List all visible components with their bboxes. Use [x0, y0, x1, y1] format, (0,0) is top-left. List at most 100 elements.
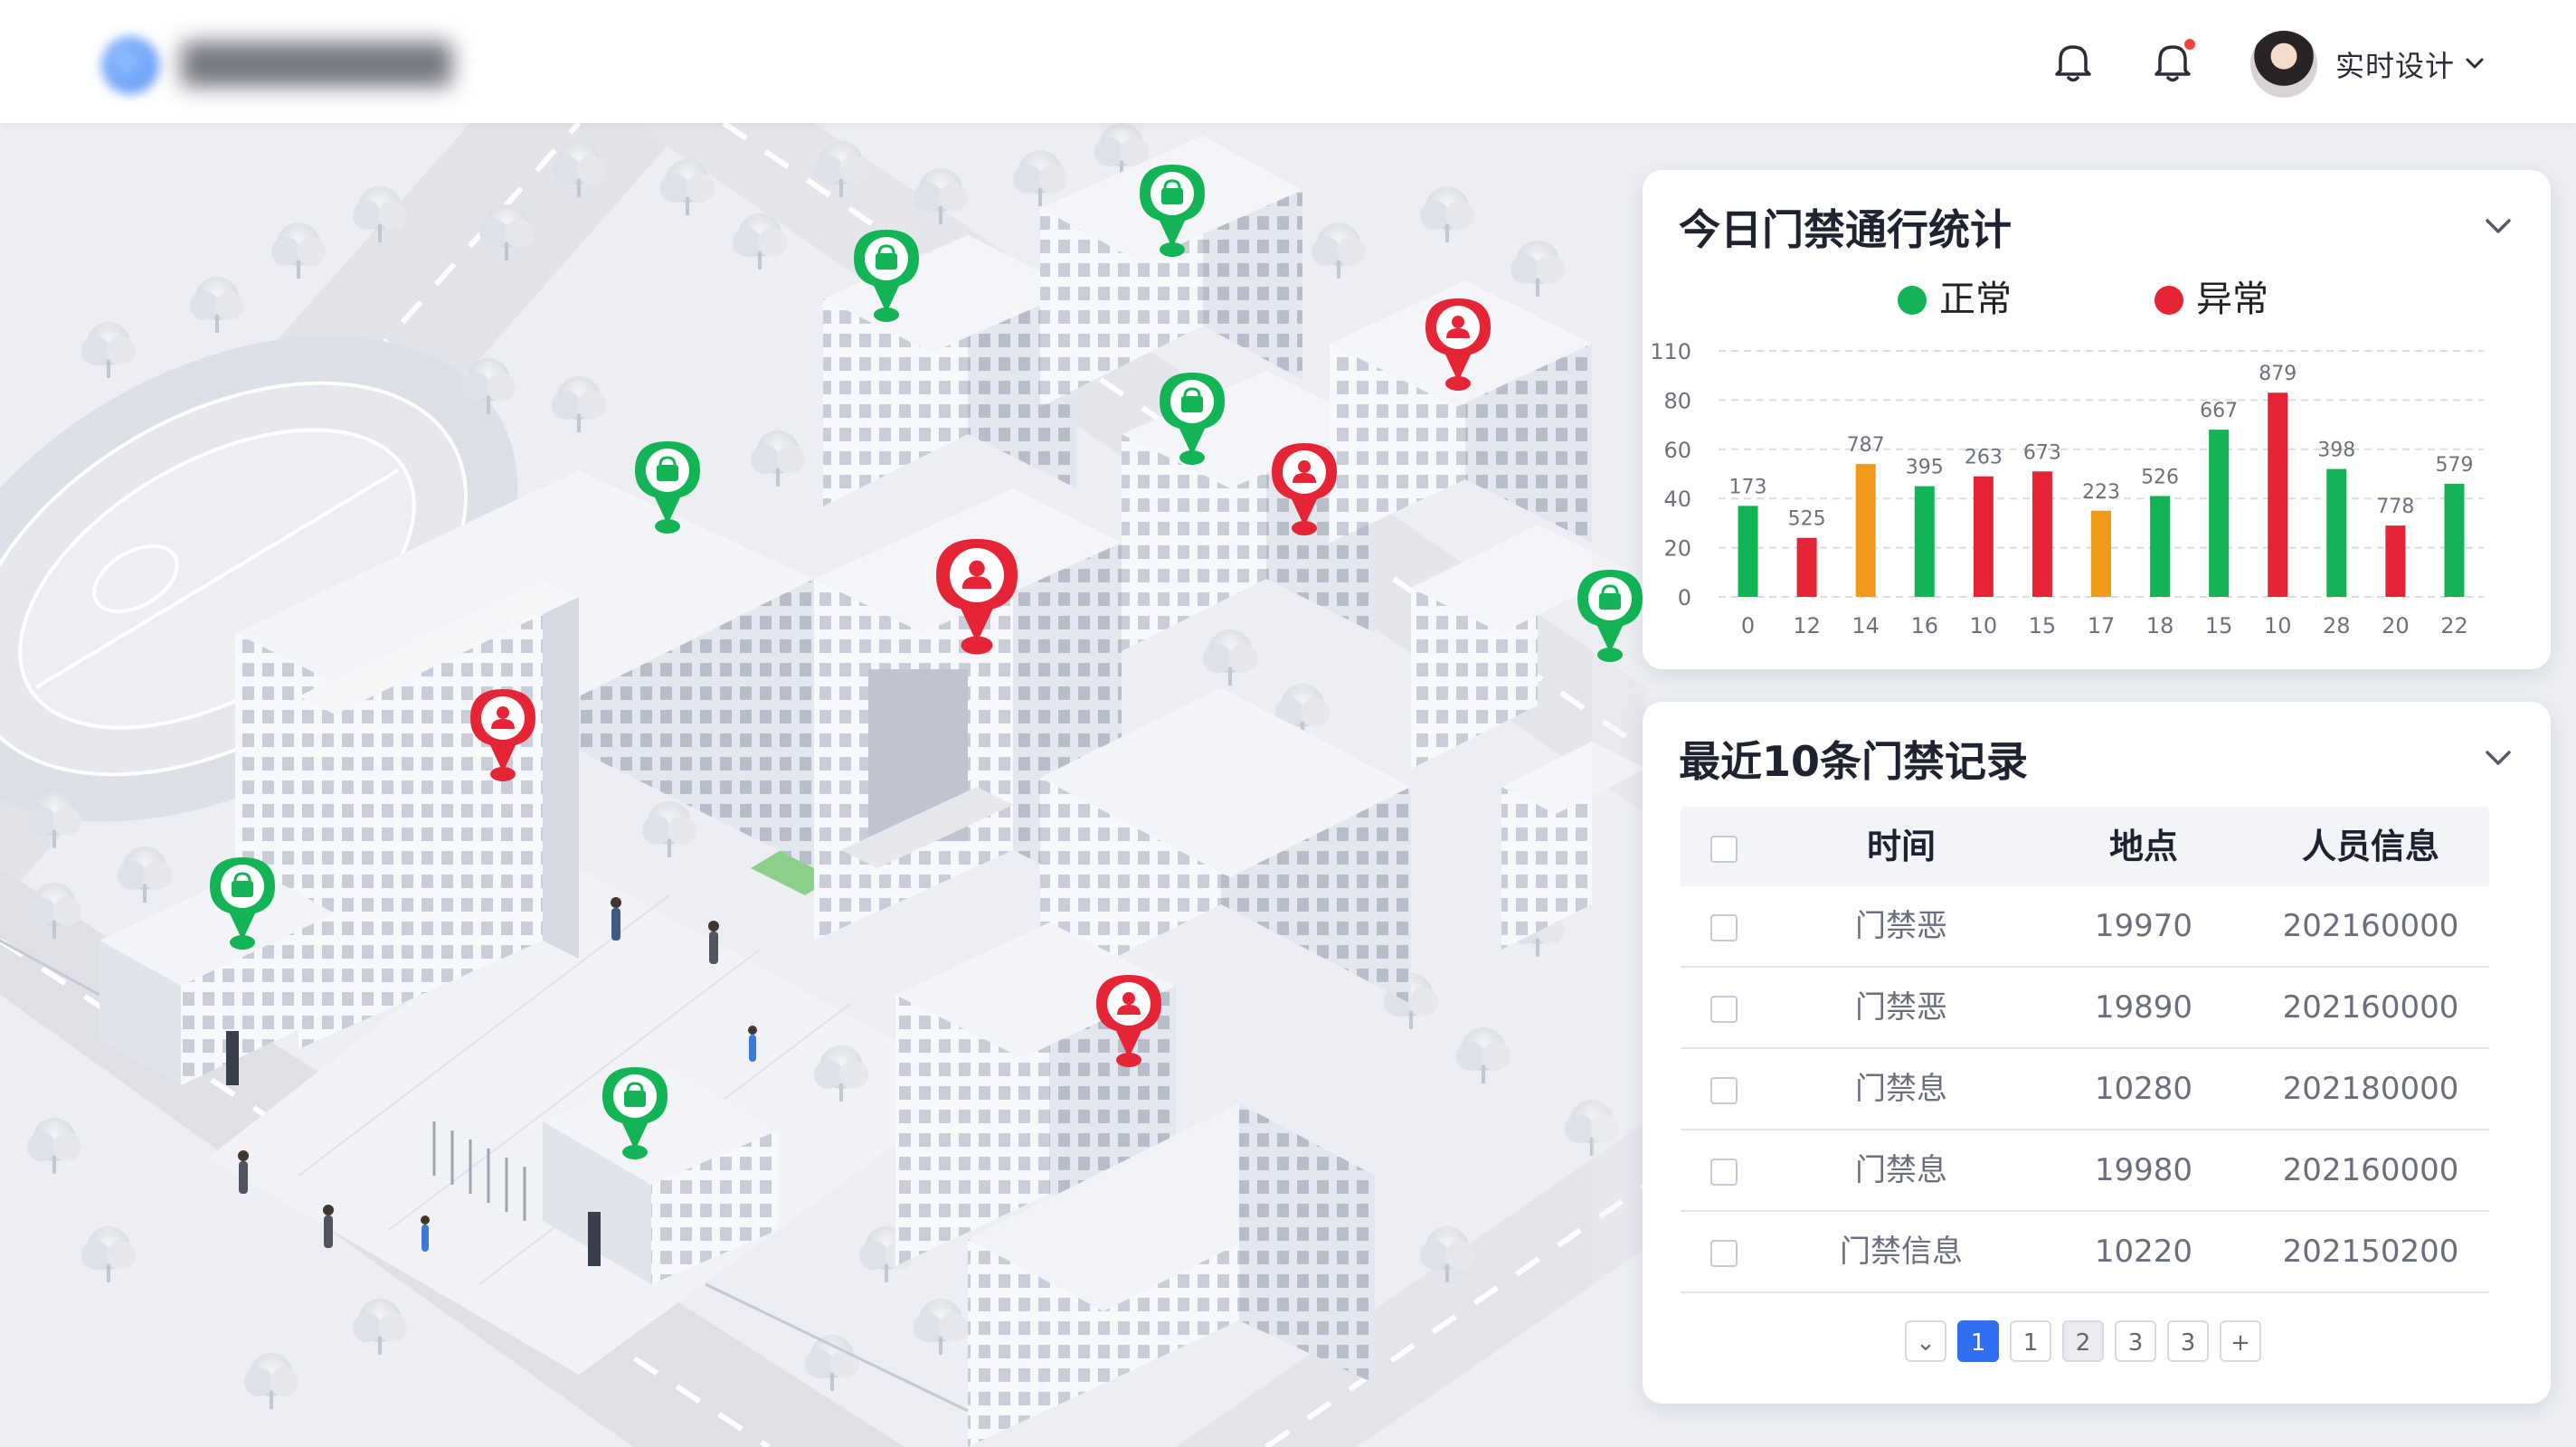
table-row[interactable]: 门禁恶 19970 202160000	[1681, 886, 2489, 968]
bar	[1796, 537, 1817, 597]
y-tick-label: 110	[1650, 339, 1691, 364]
bar-chart: 0204060801101730525127871439516263106731…	[1650, 339, 2484, 638]
x-tick-label: 17	[2088, 613, 2116, 638]
notification-badge	[2182, 36, 2198, 52]
bar-data-label: 778	[2376, 496, 2414, 518]
normal-gate-pin-icon[interactable]	[599, 1064, 671, 1165]
bar-data-label: 526	[2141, 466, 2179, 488]
x-tick-label: 12	[1793, 613, 1821, 638]
select-all-checkbox[interactable]	[1710, 835, 1738, 863]
pagination-page-button[interactable]: 3	[2167, 1320, 2209, 1362]
y-tick-label: 20	[1663, 536, 1691, 562]
x-tick-label: 15	[2205, 613, 2233, 638]
bar	[2150, 496, 2171, 597]
legend-abnormal[interactable]: 异常	[2155, 270, 2268, 322]
bar	[1738, 506, 1758, 597]
column-header-person[interactable]: 人员信息	[2301, 827, 2439, 866]
bar-data-label: 398	[2317, 440, 2355, 462]
pagination-page-button[interactable]: 2	[2062, 1320, 2104, 1362]
normal-gate-pin-icon[interactable]	[631, 438, 704, 539]
row-checkbox[interactable]	[1710, 913, 1738, 941]
bar-data-label: 879	[2259, 363, 2297, 385]
cell-place: 10220	[2094, 1234, 2193, 1270]
table-row[interactable]: 门禁息 19980 202160000	[1681, 1130, 2489, 1212]
bar-data-label: 579	[2435, 454, 2473, 477]
chevron-down-icon[interactable]	[2462, 51, 2487, 76]
x-tick-label: 22	[2440, 613, 2468, 638]
table-header: 时间 地点 人员信息	[1681, 807, 2489, 886]
cell-place: 10280	[2094, 1071, 2193, 1107]
column-header-time[interactable]: 时间	[1866, 827, 1936, 866]
notification-bell-icon[interactable]	[2147, 36, 2198, 87]
bar	[2444, 483, 2465, 597]
x-tick-label: 10	[2264, 613, 2292, 638]
cell-person: 202160000	[2282, 1152, 2459, 1188]
x-tick-label: 28	[2323, 613, 2351, 638]
table-row[interactable]: 门禁信息 10220 202150200	[1681, 1212, 2489, 1293]
bar	[2326, 468, 2347, 597]
avatar[interactable]	[2250, 31, 2317, 98]
bar-data-label: 667	[2200, 400, 2238, 422]
pagination-page-button[interactable]: 3	[2115, 1320, 2156, 1362]
logo-icon	[101, 36, 159, 94]
bar-data-label: 673	[2023, 441, 2061, 464]
x-tick-label: 16	[1910, 613, 1938, 638]
pagination-page-button[interactable]: 1	[1957, 1320, 1999, 1362]
bar-data-label: 223	[2082, 481, 2120, 504]
bar-data-label: 525	[1788, 508, 1826, 531]
collapse-chevron-icon[interactable]	[2480, 208, 2516, 244]
cell-place: 19980	[2094, 1152, 2193, 1188]
user-name[interactable]: 实时设计	[2335, 49, 2456, 83]
records-panel: 最近10条门禁记录 时间 地点 人员信息 门禁恶 19970 202160000…	[1643, 702, 2551, 1404]
bar	[2268, 392, 2288, 597]
pagination-prev-button[interactable]: ⌄	[1905, 1320, 1946, 1362]
table-row[interactable]: 门禁息 10280 202180000	[1681, 1049, 2489, 1130]
x-tick-label: 0	[1741, 613, 1755, 638]
normal-gate-pin-icon[interactable]	[206, 854, 279, 955]
bar	[2385, 525, 2406, 597]
legend-abnormal-label: 异常	[2196, 279, 2268, 320]
normal-gate-pin-icon[interactable]	[1136, 161, 1208, 262]
x-tick-label: 14	[1852, 613, 1880, 638]
legend-abnormal-dot	[2155, 286, 2183, 315]
bar	[1855, 464, 1876, 597]
pagination-next-button[interactable]: +	[2220, 1320, 2261, 1362]
row-checkbox[interactable]	[1710, 995, 1738, 1023]
records-table: 时间 地点 人员信息 门禁恶 19970 202160000 门禁恶 19890…	[1681, 807, 2489, 1293]
abnormal-gate-pin-icon[interactable]	[932, 534, 1022, 661]
normal-gate-pin-icon[interactable]	[850, 226, 923, 327]
abnormal-gate-pin-icon[interactable]	[1093, 971, 1165, 1073]
bar-data-label: 263	[1965, 447, 2003, 469]
normal-gate-pin-icon[interactable]	[1156, 369, 1228, 470]
normal-gate-pin-icon[interactable]	[1574, 566, 1646, 667]
x-tick-label: 18	[2146, 613, 2174, 638]
column-header-place[interactable]: 地点	[2108, 827, 2178, 866]
abnormal-gate-pin-icon[interactable]	[1422, 295, 1494, 396]
x-tick-label: 15	[2029, 613, 2057, 638]
bell-icon[interactable]	[2048, 36, 2098, 87]
cell-person: 202150200	[2282, 1234, 2459, 1270]
y-tick-label: 60	[1663, 438, 1691, 463]
cell-time: 门禁息	[1855, 1152, 1947, 1188]
legend-normal[interactable]: 正常	[1898, 270, 2012, 322]
stats-panel-title: 今日门禁通行统计	[1679, 205, 2012, 254]
cell-time: 门禁恶	[1855, 989, 1947, 1026]
x-tick-label: 10	[1970, 613, 1998, 638]
bar-data-label: 395	[1906, 457, 1944, 479]
abnormal-gate-pin-icon[interactable]	[1268, 440, 1340, 541]
cell-time: 门禁息	[1855, 1071, 1947, 1107]
row-checkbox[interactable]	[1710, 1076, 1738, 1104]
bar-data-label: 787	[1847, 434, 1885, 457]
legend-normal-dot	[1898, 286, 1927, 315]
cell-person: 202180000	[2282, 1071, 2459, 1107]
pagination-page-button[interactable]: 1	[2010, 1320, 2051, 1362]
table-row[interactable]: 门禁恶 19890 202160000	[1681, 968, 2489, 1049]
cell-place: 19890	[2094, 989, 2193, 1026]
collapse-chevron-icon[interactable]	[2480, 740, 2516, 776]
bar	[1973, 476, 1994, 597]
abnormal-gate-pin-icon[interactable]	[467, 686, 539, 787]
top-bar: 实时设计	[0, 0, 2576, 123]
row-checkbox[interactable]	[1710, 1158, 1738, 1186]
row-checkbox[interactable]	[1710, 1239, 1738, 1267]
